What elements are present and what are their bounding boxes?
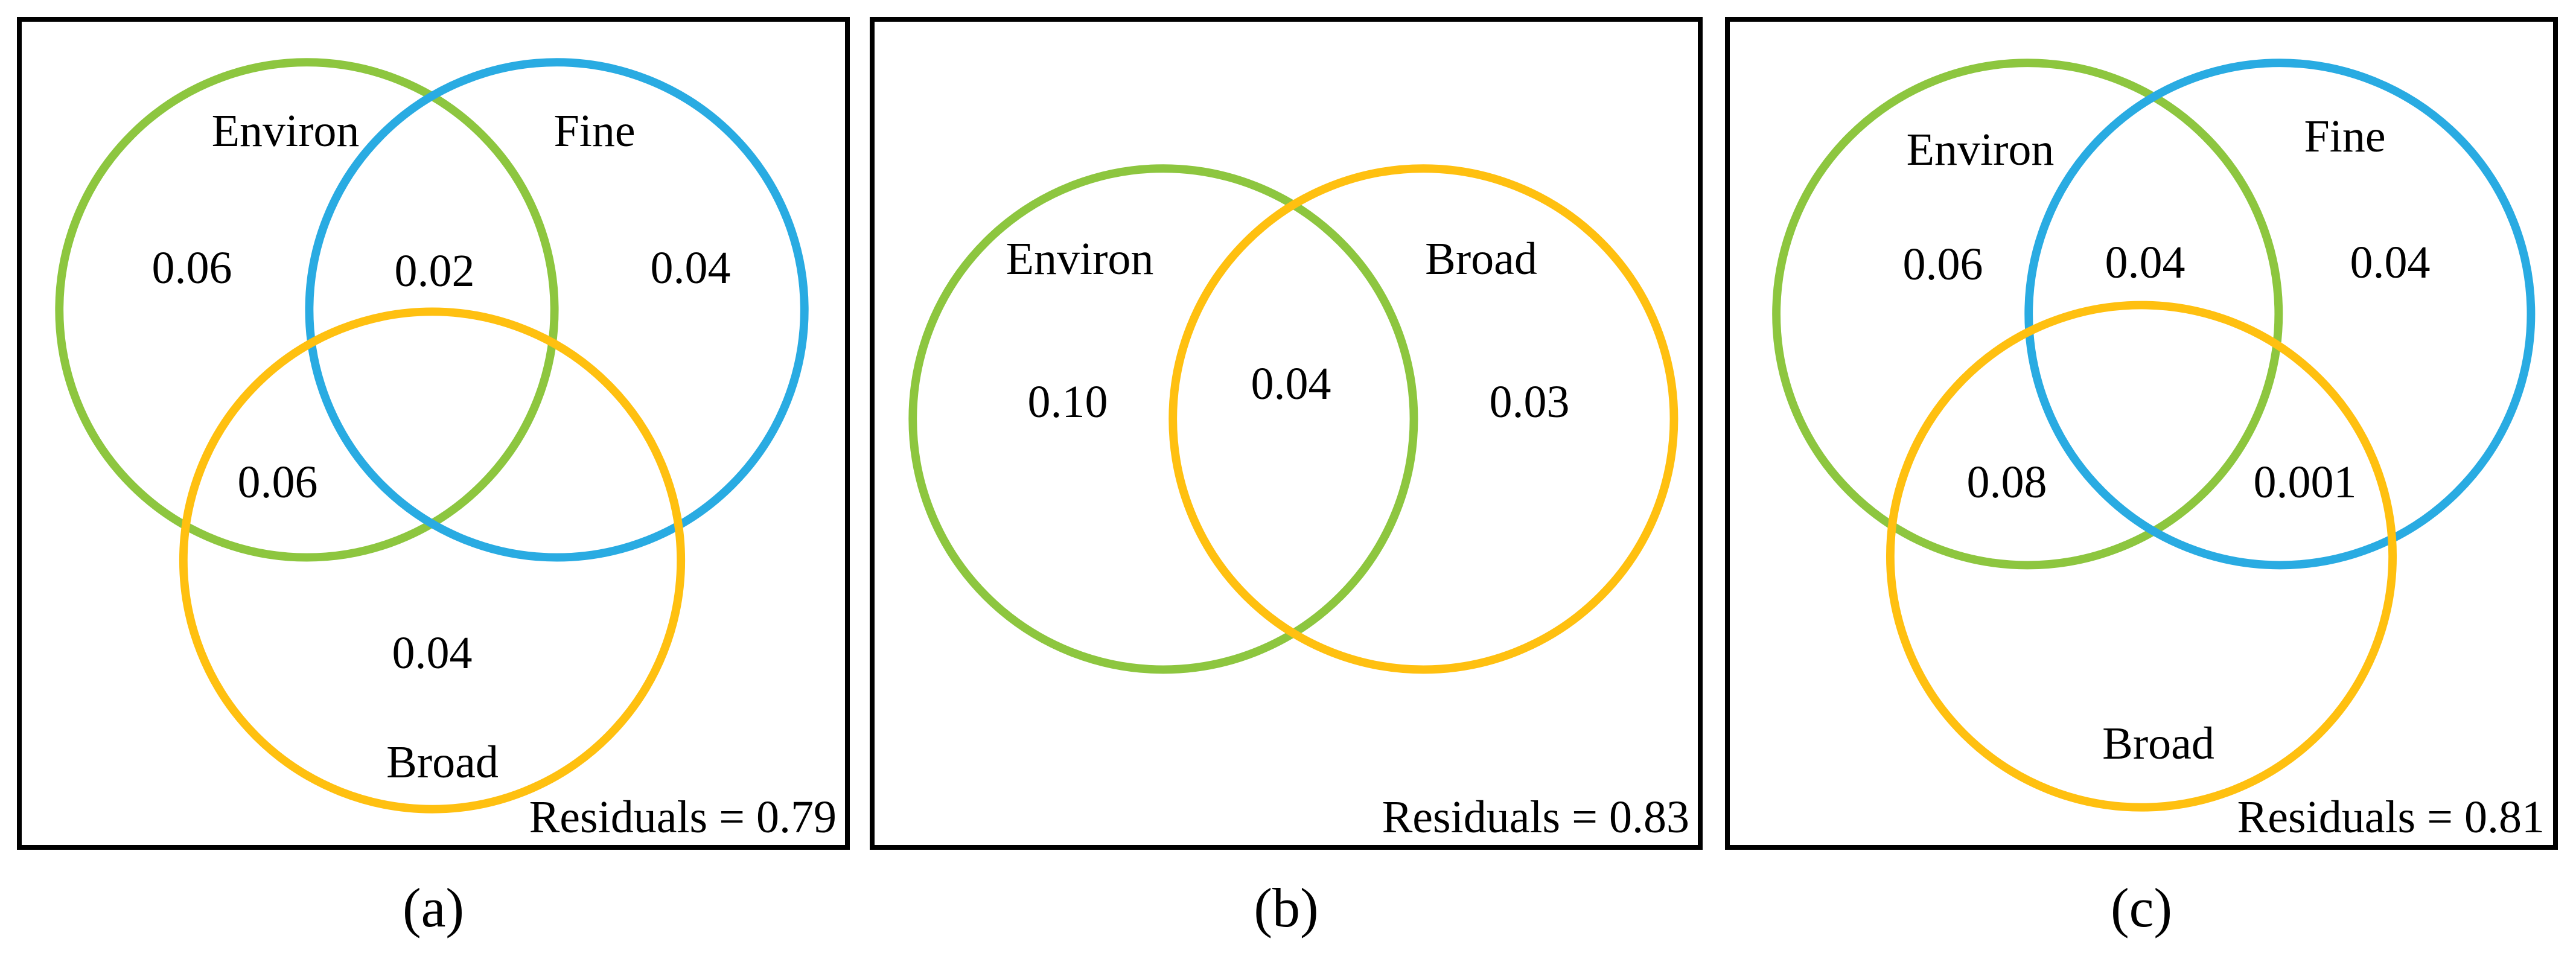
value-environ-only: 0.06 xyxy=(1902,239,1983,290)
environ-circle xyxy=(55,58,559,562)
fine-set-label: Fine xyxy=(2304,111,2386,162)
value-fine-broad: 0.001 xyxy=(2253,457,2357,508)
fine-set-label: Fine xyxy=(553,106,636,156)
value-environ-broad: 0.06 xyxy=(237,457,318,508)
broad-circle xyxy=(1886,301,2397,812)
broad-set-label: Broad xyxy=(386,737,499,788)
value-environ-broad: 0.08 xyxy=(1966,457,2047,508)
broad-set-label: Broad xyxy=(1425,234,1537,284)
environ-set-label: Environ xyxy=(1906,124,2055,175)
value-environ-broad: 0.04 xyxy=(1251,358,1331,409)
residuals-label: Residuals = 0.83 xyxy=(1382,792,1689,843)
panel-c: Environ Fine Broad 0.06 0.04 0.04 0.08 0… xyxy=(1725,17,2558,850)
value-fine-only: 0.04 xyxy=(650,243,731,293)
value-broad-only: 0.04 xyxy=(392,628,473,678)
fine-circle xyxy=(305,58,809,562)
value-broad-only: 0.03 xyxy=(1489,377,1570,427)
value-fine-only: 0.04 xyxy=(2350,237,2431,288)
venn-diagram-b xyxy=(908,164,1679,674)
environ-set-label: Environ xyxy=(211,106,360,156)
residuals-label: Residuals = 0.81 xyxy=(2237,792,2545,843)
broad-circle xyxy=(1168,164,1679,674)
panel-b: Environ Broad 0.10 0.04 0.03 Residuals =… xyxy=(870,17,1703,850)
broad-set-label: Broad xyxy=(2102,718,2214,769)
environ-set-label: Environ xyxy=(1006,234,1154,284)
value-environ-only: 0.06 xyxy=(151,243,232,293)
panel-a: Environ Fine Broad 0.06 0.02 0.04 0.06 0… xyxy=(17,17,850,850)
venn-diagram-c xyxy=(1772,59,2536,812)
caption-c: (c) xyxy=(2110,877,2173,938)
fine-circle xyxy=(2024,59,2536,570)
value-environ-fine: 0.02 xyxy=(394,246,475,296)
value-environ-fine: 0.04 xyxy=(2105,237,2185,288)
caption-b: (b) xyxy=(1254,877,1319,938)
environ-circle xyxy=(1772,59,2283,570)
broad-circle xyxy=(179,307,686,814)
residuals-label: Residuals = 0.79 xyxy=(529,792,837,843)
caption-a: (a) xyxy=(402,877,465,938)
environ-circle xyxy=(908,164,1418,674)
venn-diagram-a xyxy=(55,58,809,814)
value-environ-only: 0.10 xyxy=(1027,377,1108,427)
